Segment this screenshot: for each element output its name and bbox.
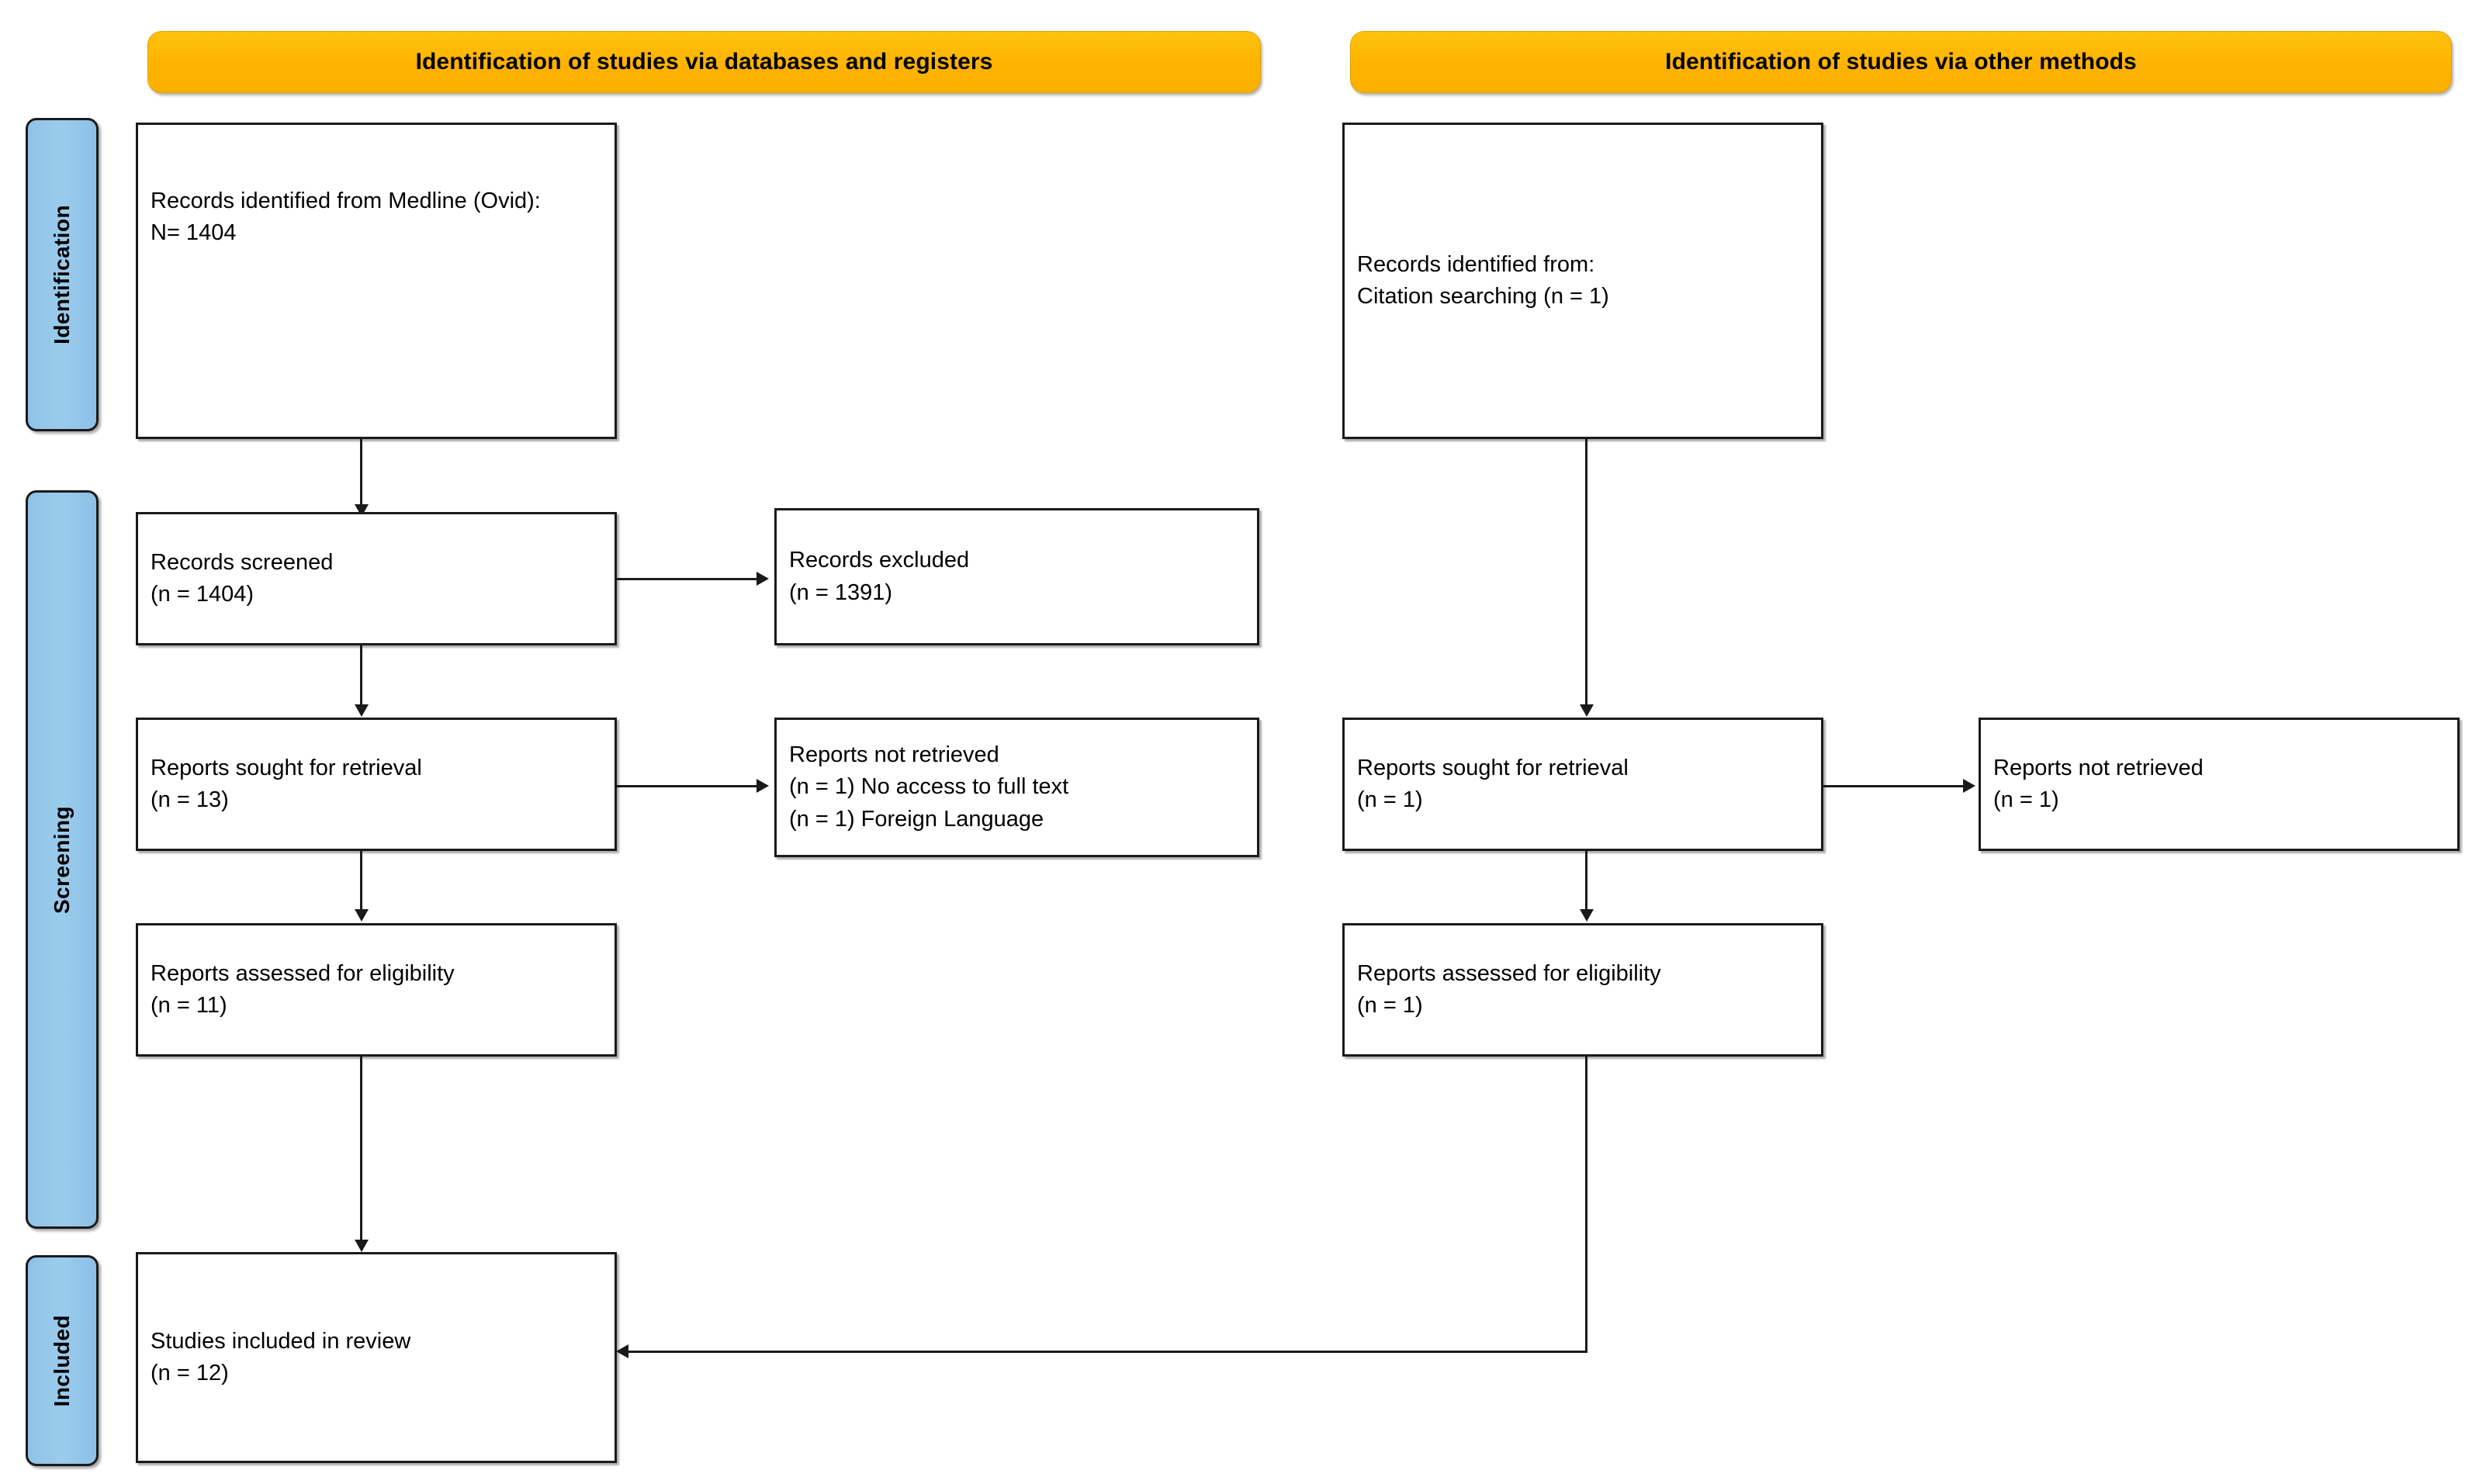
box-reports-sought-for-retrieval-other: Reports sought for retrieval (n = 1)	[1342, 718, 1823, 851]
connector-sought-to-assessed-databases	[360, 851, 362, 915]
banner-databases-and-registers: Identification of studies via databases …	[147, 31, 1261, 93]
reports-assessed-other-text: Reports assessed for eligibility (n = 1)	[1357, 960, 1661, 1018]
reports-assessed-databases-text: Reports assessed for eligibility (n = 11…	[151, 960, 455, 1018]
box-reports-assessed-for-eligibility-other: Reports assessed for eligibility (n = 1)	[1342, 923, 1823, 1057]
banner-databases-label: Identification of studies via databases …	[415, 49, 993, 74]
box-reports-sought-for-retrieval-databases: Reports sought for retrieval (n = 13)	[136, 718, 617, 851]
box-reports-not-retrieved-databases: Reports not retrieved (n = 1) No access …	[774, 718, 1259, 857]
connector-sought-to-not-retrieved-other	[1823, 785, 1967, 787]
stage-bar-identification: Identification	[26, 118, 99, 431]
arrowhead-sought-to-not-retrieved-databases	[757, 779, 769, 793]
studies-included-text: Studies included in review (n = 12)	[151, 1328, 411, 1385]
arrowhead-screened-to-sought	[355, 704, 369, 717]
reports-sought-other-text: Reports sought for retrieval (n = 1)	[1357, 755, 1629, 812]
records-excluded-text: Records excluded (n = 1391)	[789, 548, 970, 605]
stage-bar-identification-label: Identification	[50, 205, 74, 344]
arrowhead-sought-to-assessed-databases	[355, 909, 369, 922]
stage-bar-included-label: Included	[50, 1314, 74, 1407]
arrowhead-identified-to-sought-other	[1580, 704, 1594, 717]
reports-sought-databases-text: Reports sought for retrieval (n = 13)	[151, 755, 422, 812]
connector-assessed-other-horizontal	[628, 1351, 1587, 1353]
arrowhead-other-to-included	[616, 1344, 628, 1358]
connector-assessed-other-vertical	[1585, 1057, 1587, 1353]
banner-other-methods-label: Identification of studies via other meth…	[1665, 49, 2137, 74]
connector-sought-to-assessed-other	[1585, 851, 1587, 915]
box-records-identified-other: Records identified from: Citation search…	[1342, 123, 1823, 439]
box-studies-included-in-review: Studies included in review (n = 12)	[136, 1252, 617, 1463]
connector-screened-to-excluded	[617, 578, 760, 580]
reports-not-retrieved-other-text: Reports not retrieved (n = 1)	[1993, 755, 2204, 812]
connector-identified-to-sought-other	[1585, 439, 1587, 711]
stage-bar-screening-label: Screening	[50, 805, 74, 914]
connector-assessed-to-included	[360, 1057, 362, 1244]
arrowhead-assessed-to-included	[355, 1240, 369, 1252]
connector-screened-to-sought	[360, 645, 362, 709]
box-records-excluded: Records excluded (n = 1391)	[774, 508, 1259, 645]
box-reports-assessed-for-eligibility-databases: Reports assessed for eligibility (n = 11…	[136, 923, 617, 1057]
box-records-screened: Records screened (n = 1404)	[136, 512, 617, 645]
reports-not-retrieved-databases-text: Reports not retrieved (n = 1) No access …	[789, 742, 1069, 832]
banner-other-methods: Identification of studies via other meth…	[1350, 31, 2452, 93]
records-identified-other-text: Records identified from: Citation search…	[1357, 251, 1609, 309]
stage-bar-screening: Screening	[26, 490, 99, 1229]
box-records-identified-medline: Records identified from Medline (Ovid): …	[136, 123, 617, 439]
connector-identified-to-screened	[360, 439, 362, 509]
arrowhead-sought-to-not-retrieved-other	[1963, 779, 1975, 793]
connector-sought-to-not-retrieved-databases	[617, 785, 760, 787]
records-screened-text: Records screened (n = 1404)	[151, 549, 334, 607]
arrowhead-sought-to-assessed-other	[1580, 909, 1594, 922]
arrowhead-screened-to-excluded	[757, 572, 769, 586]
stage-bar-included: Included	[26, 1255, 99, 1466]
records-identified-medline-text: Records identified from Medline (Ovid): …	[151, 189, 541, 246]
box-reports-not-retrieved-other: Reports not retrieved (n = 1)	[1979, 718, 2460, 851]
